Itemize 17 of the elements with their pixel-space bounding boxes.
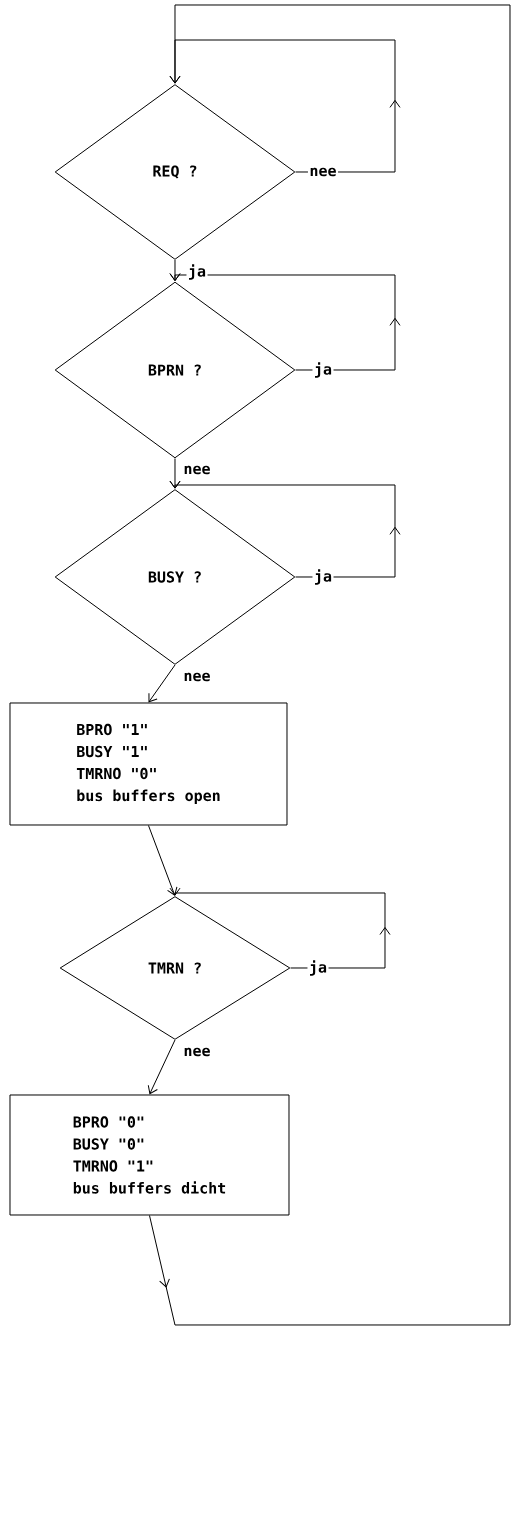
edge-label: nee (181, 464, 213, 476)
edge-label: nee (181, 671, 213, 683)
arrow (169, 273, 401, 371)
edge-label: ja (312, 567, 334, 587)
arrow (169, 480, 401, 578)
arrow (149, 4, 511, 1326)
arrow (148, 664, 176, 703)
edge-label: ja (312, 360, 334, 380)
edge-label: nee (181, 1046, 213, 1058)
arrow (169, 887, 391, 969)
arrow (148, 825, 178, 896)
edge-label: ja (186, 262, 208, 282)
edge-label: ja (307, 958, 329, 978)
arrow (147, 1039, 176, 1095)
edge-label: nee (307, 166, 339, 178)
process-box: BPRO "0" BUSY "0" TMRNO "1" bus buffers dicht (9, 1094, 290, 1216)
process-box: BPRO "1" BUSY "1" TMRNO "0" bus buffers open (9, 702, 288, 826)
